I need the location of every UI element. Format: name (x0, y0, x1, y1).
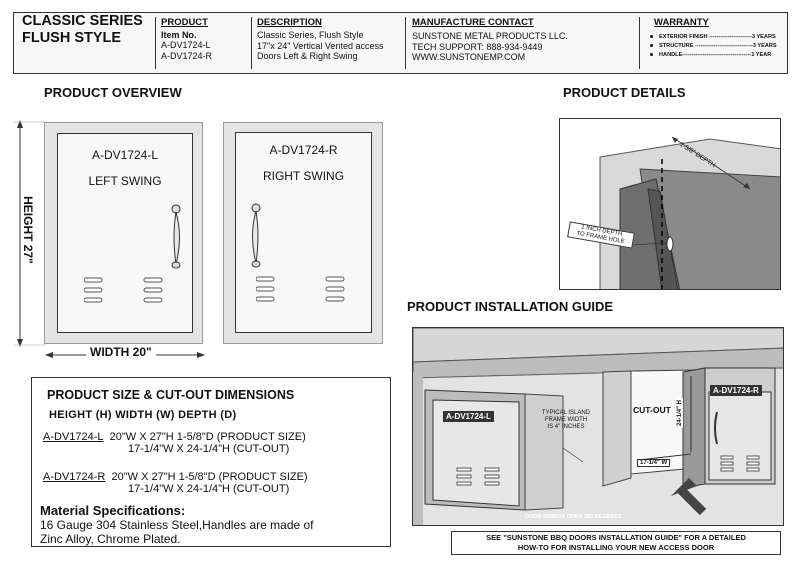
item-2: A-DV1724-R (161, 50, 213, 61)
right-door-tag: A-DV1724-R (710, 385, 762, 396)
overview-title: PRODUCT OVERVIEW (44, 85, 182, 100)
spec-model: A-DV1724-L (43, 431, 104, 443)
item-1: A-DV1724-L (161, 40, 211, 50)
vent-slots-icon (256, 276, 345, 302)
warranty-line: STRUCTURE ------------------------------… (650, 42, 784, 51)
warranty-block: WARRANTY EXTERIOR FINISH ---------------… (650, 17, 784, 77)
spec-row-right: A-DV1724-R 20"W X 27"H 1-5/8"D (PRODUCT … (43, 471, 308, 495)
spec-sheet-header: CLASSIC SERIES FLUSH STYLE PRODUCT Item … (13, 12, 788, 74)
contact-label: MANUFACTURE CONTACT (412, 17, 534, 28)
description-1: Classic Series, Flush Style (257, 30, 364, 40)
divider (639, 17, 640, 69)
island-install-illustration (413, 328, 783, 525)
right-door-swing: RIGHT SWING (262, 169, 345, 183)
right-door-panel: A-DV1724-R RIGHT SWING (235, 132, 372, 333)
spec-cutout-size: 17-1/4"W X 24-1/4"H (CUT-OUT) (128, 483, 290, 495)
material-title: Material Specifications: (40, 503, 186, 518)
warranty-line: EXTERIOR FINISH -----------------------3… (650, 33, 784, 42)
size-specs-box: PRODUCT SIZE & CUT-OUT DIMENSIONS HEIGHT… (31, 377, 391, 547)
guide-note-line-2: HOW-TO FOR INSTALLING YOUR NEW ACCESS DO… (517, 543, 715, 552)
product-label: PRODUCT (161, 17, 208, 28)
spec-row-left: A-DV1724-L 20"W X 27"H 1-5/8"D (PRODUCT … (43, 431, 306, 455)
divider (155, 17, 156, 69)
cut-height-label: 24-1/4" H (676, 398, 683, 428)
left-door-model: A-DV1724-L (91, 148, 159, 162)
brand-block: CLASSIC SERIES FLUSH STYLE (22, 13, 143, 73)
bullet-icon (650, 35, 653, 39)
specs-title: PRODUCT SIZE & CUT-OUT DIMENSIONS (47, 388, 295, 402)
guide-note-line-1: SEE "SUNSTONE BBQ DOORS INSTALLATION GUI… (486, 533, 746, 542)
installation-guide-note: SEE "SUNSTONE BBQ DOORS INSTALLATION GUI… (451, 531, 781, 555)
divider (251, 17, 252, 69)
contact-1: SUNSTONE METAL PRODUCTS LLC. (412, 31, 568, 41)
contact-3: WWW.SUNSTONEMP.COM (412, 52, 526, 62)
warranty-label: WARRANTY (654, 17, 709, 28)
details-diagram: 1-5/8" DEPTH 1 INCH DEPTH TO FRAME HOLE (559, 118, 781, 290)
bullet-icon (650, 44, 653, 48)
description-block: DESCRIPTION Classic Series, Flush Style … (257, 17, 383, 77)
details-title: PRODUCT DETAILS (563, 85, 686, 100)
contact-block: MANUFACTURE CONTACT SUNSTONE METAL PRODU… (412, 17, 568, 77)
brand-line-2: FLUSH STYLE (22, 30, 122, 46)
product-block: PRODUCT Item No. A-DV1724-L A-DV1724-R (161, 17, 212, 77)
width-label: WIDTH 20" (86, 345, 156, 359)
material-line-2: Zinc Alloy, Chrome Plated. (40, 532, 181, 546)
vent-slots-icon (84, 277, 163, 303)
left-door: A-DV1724-L LEFT SWING (44, 122, 203, 344)
description-3: Doors Left & Right Swing (257, 51, 358, 61)
description-2: 17"x 24" Vertical Vented access (257, 40, 384, 51)
installation-title: PRODUCT INSTALLATION GUIDE (407, 299, 614, 314)
door-handle-icon (251, 203, 261, 268)
height-dimension (14, 120, 46, 347)
item-no-label: Item No. (161, 30, 197, 40)
installation-diagram: A-DV1724-L A-DV1724-R CUT-OUT TYPICAL IS… (412, 327, 784, 526)
right-door: A-DV1724-R RIGHT SWING (223, 122, 383, 344)
bullet-icon (650, 53, 653, 57)
description-label: DESCRIPTION (257, 17, 322, 28)
spec-cutout-size: 17-1/4"W X 24-1/4"H (CUT-OUT) (128, 443, 290, 455)
frame-width-note: TYPICAL ISLAND FRAME WIDTH IS 4" INCHES (541, 410, 591, 430)
left-door-tag: A-DV1724-L (443, 411, 494, 422)
left-door-swing: LEFT SWING (88, 174, 162, 188)
cutout-label: CUT-OUT (633, 405, 671, 415)
warranty-line: HANDLE----------------------------------… (650, 51, 784, 60)
material-line-1: 16 Gauge 304 Stainless Steel,Handles are… (40, 518, 314, 532)
door-handle-icon (171, 204, 181, 269)
cut-width-label: 17-1/4" W (637, 459, 671, 467)
spec-product-size: 20"W X 27"H 1-5/8"D (PRODUCT SIZE) (109, 431, 306, 443)
frame-depth-diagram (599, 136, 780, 289)
height-label: HEIGHT 27" (21, 196, 35, 264)
spec-product-size: 20"W X 27"H 1-5/8"D (PRODUCT SIZE) (111, 471, 308, 483)
specs-subtitle: HEIGHT (H) WIDTH (W) DEPTH (D) (49, 409, 237, 421)
divider (405, 17, 406, 69)
swing-note: DOOR SWINGS OPEN 180 DEGREES (525, 514, 622, 520)
brand-line-1: CLASSIC SERIES (22, 13, 143, 29)
contact-2: TECH SUPPORT: 888-934-9449 (412, 41, 543, 52)
spec-model: A-DV1724-R (43, 471, 106, 483)
right-door-model: A-DV1724-R (269, 143, 338, 157)
left-door-panel: A-DV1724-L LEFT SWING (57, 133, 193, 333)
